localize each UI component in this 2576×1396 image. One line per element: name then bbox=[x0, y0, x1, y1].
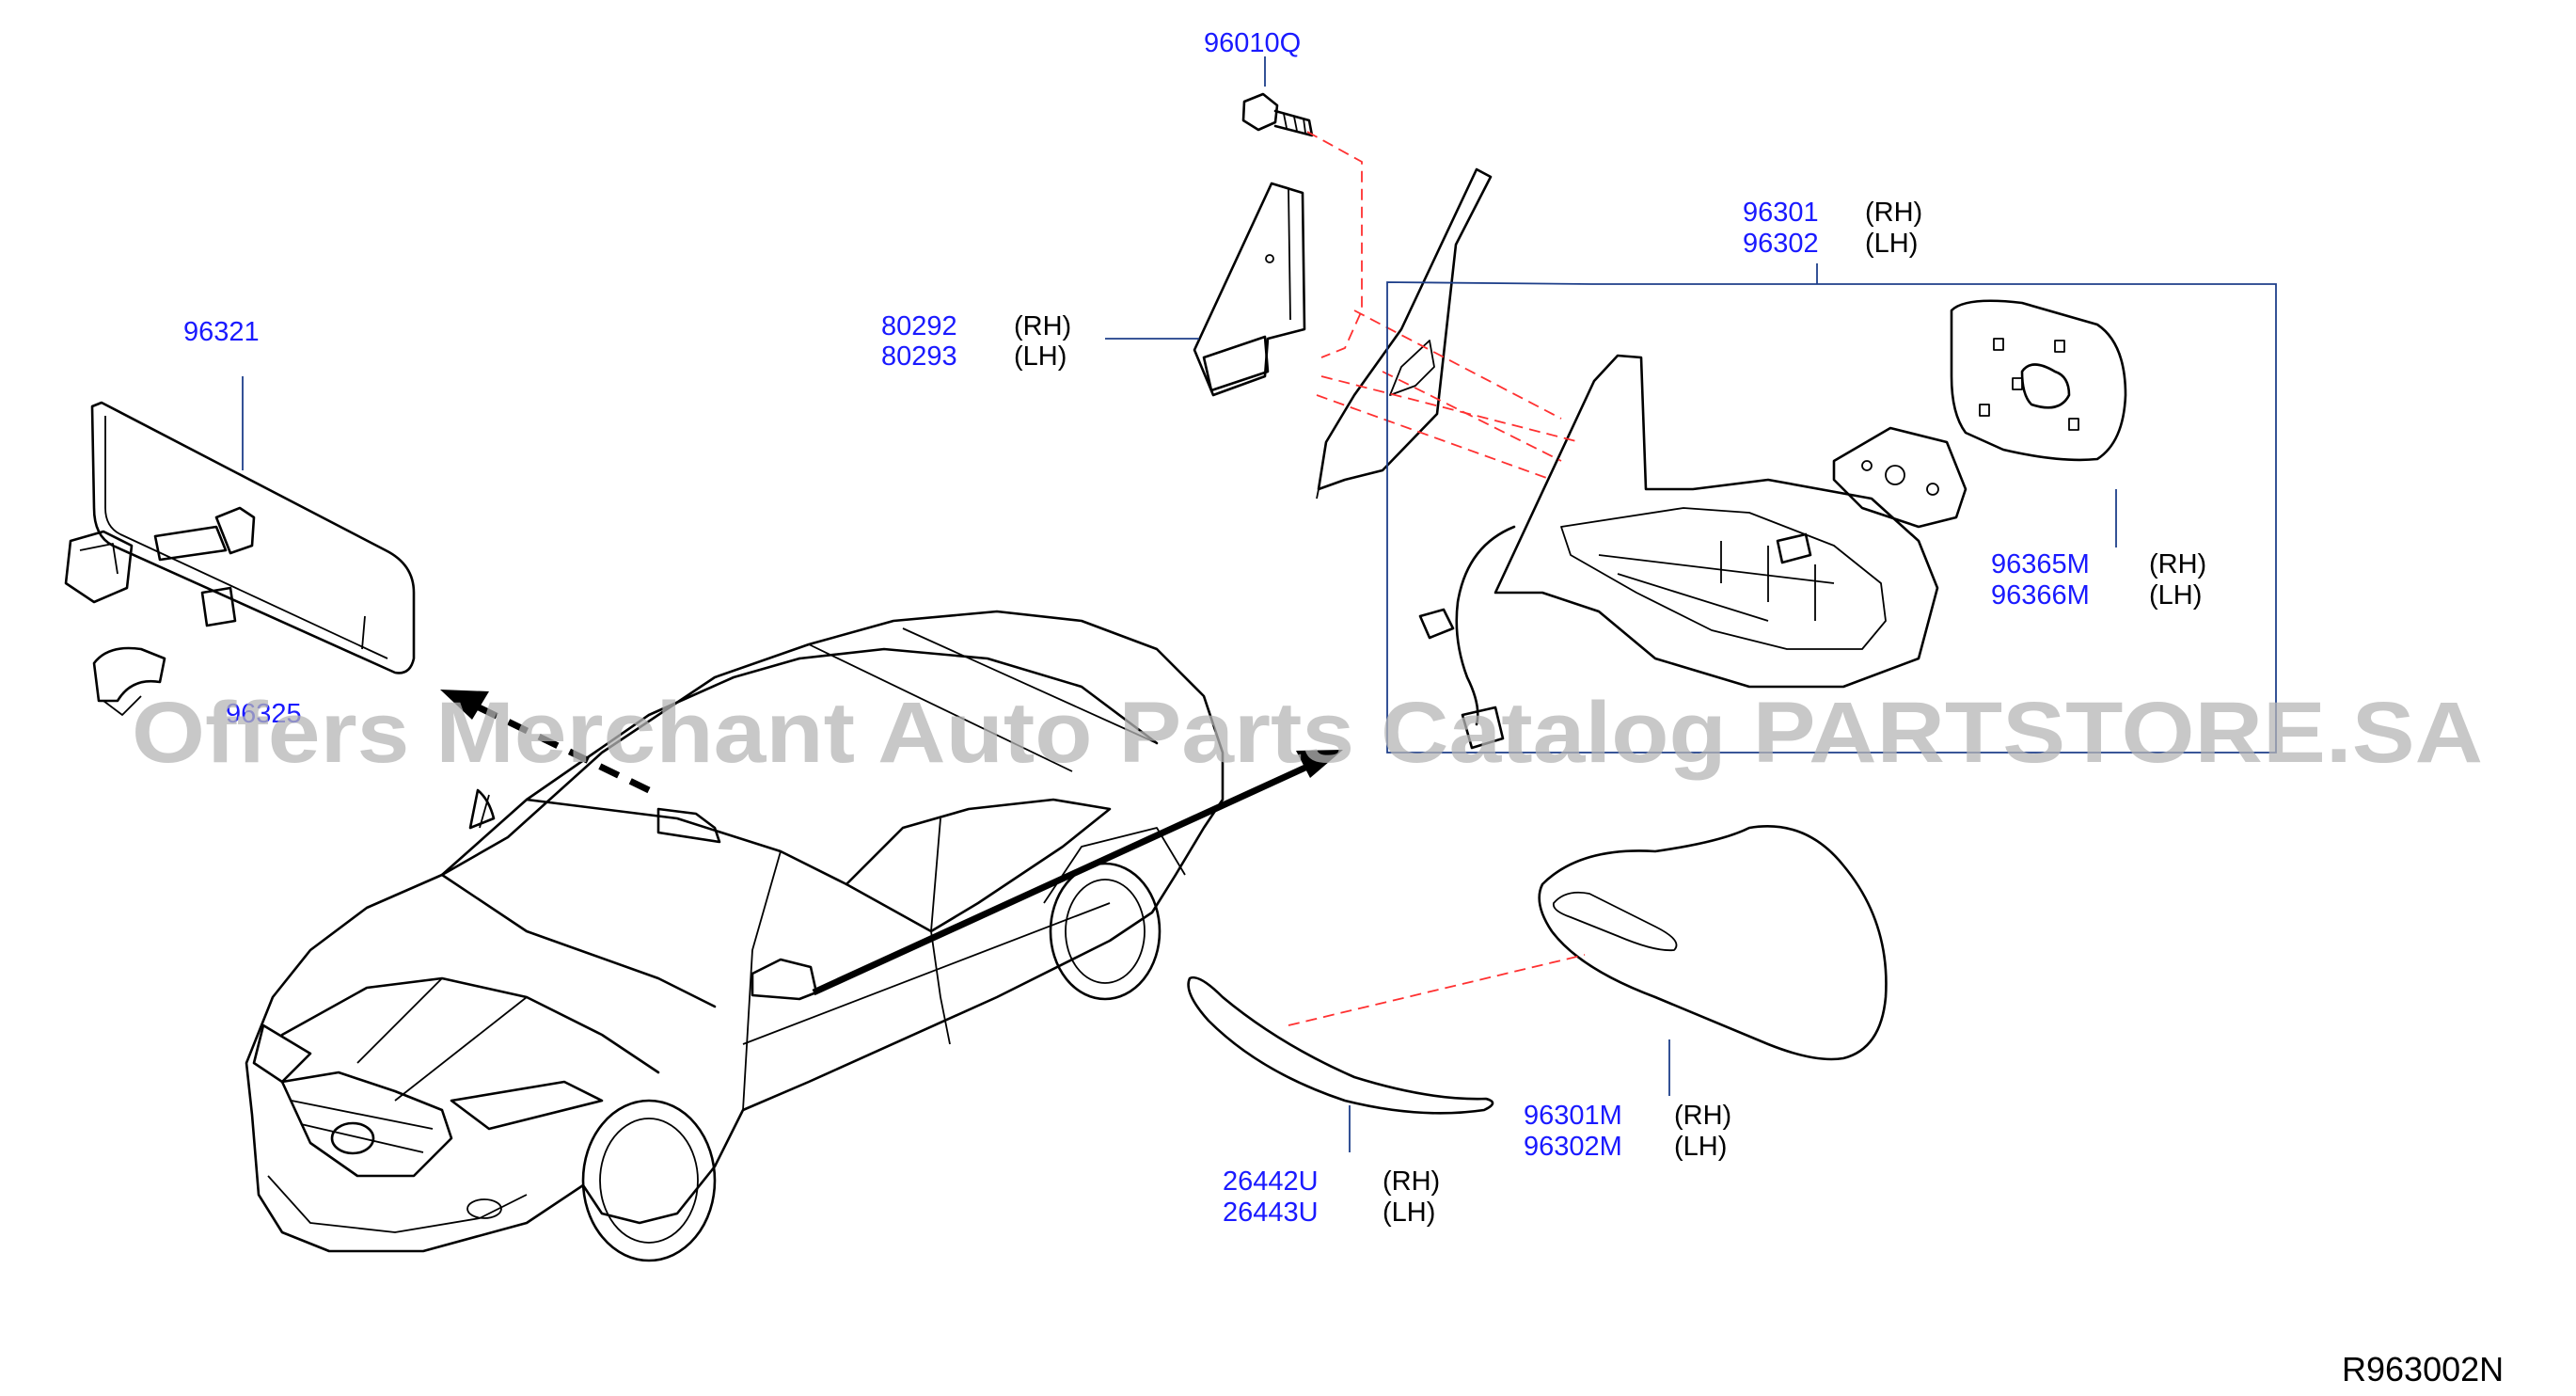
callout-number: 80293 bbox=[881, 341, 957, 372]
finisher-strip-part bbox=[1187, 976, 1494, 1115]
door-mirror-bracket bbox=[1386, 281, 2277, 754]
callout-side: (LH) bbox=[1674, 1132, 1727, 1162]
callout-side: (LH) bbox=[1383, 1198, 1435, 1228]
watermark-text: Offers Merchant Auto Parts Catalog PARTS… bbox=[132, 685, 2483, 781]
callout-number: 96325 bbox=[226, 699, 302, 729]
car-illustration bbox=[245, 610, 1225, 1262]
callout-number: 96302 bbox=[1743, 229, 1819, 259]
corner-finisher-part bbox=[1193, 182, 1306, 397]
leader-lines bbox=[242, 56, 2117, 1152]
callout-number: 96301M bbox=[1524, 1101, 1622, 1131]
callout-side: (LH) bbox=[2149, 580, 2202, 611]
callout-side: (RH) bbox=[1674, 1101, 1731, 1131]
callout-number: 26443U bbox=[1223, 1198, 1319, 1228]
callout-number: 26442U bbox=[1223, 1166, 1319, 1197]
callout-number: 80292 bbox=[881, 311, 957, 341]
callout-side: (RH) bbox=[2149, 549, 2206, 579]
reference-arrows bbox=[440, 690, 1343, 996]
alignment-lines bbox=[1288, 131, 1586, 1026]
callout-labels: 96010Q 96301 (RH) 96302 (LH) 96321 80292… bbox=[183, 28, 2206, 1228]
callout-number: 96302M bbox=[1524, 1132, 1622, 1162]
callout-side: (LH) bbox=[1014, 341, 1067, 372]
callout-number: 96010Q bbox=[1204, 28, 1301, 58]
callout-side: (LH) bbox=[1865, 229, 1918, 259]
inside-mirror-part bbox=[64, 401, 416, 716]
door-frame-part bbox=[1316, 167, 1493, 500]
callout-number: 96365M bbox=[1991, 549, 2090, 579]
callout-number: 96321 bbox=[183, 317, 260, 347]
door-mirror-part bbox=[1418, 299, 2127, 750]
mirror-cover-part bbox=[1538, 825, 1888, 1061]
diagram-reference-code: R963002N bbox=[2342, 1350, 2504, 1388]
callout-side: (RH) bbox=[1865, 198, 1922, 228]
bolt-part bbox=[1241, 92, 1314, 137]
callout-side: (RH) bbox=[1383, 1166, 1440, 1197]
callout-number: 96366M bbox=[1991, 580, 2090, 611]
callout-side: (RH) bbox=[1014, 311, 1071, 341]
callout-number: 96301 bbox=[1743, 198, 1819, 228]
